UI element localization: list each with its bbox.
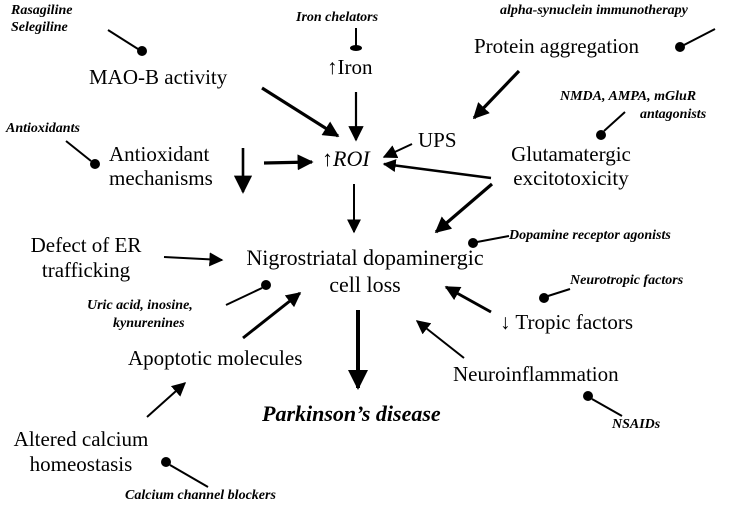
arrow-ups-to-roi xyxy=(382,143,413,159)
arrow-antioxidant-to-roi xyxy=(263,154,314,171)
arrow-protein-to-ups xyxy=(472,69,521,120)
arrow-glutamatergic-to-roi xyxy=(382,159,492,180)
node-antioxidant-line2: mechanisms xyxy=(109,166,213,190)
node-er-defect-line2: trafficking xyxy=(41,258,131,282)
drug-uric-acid-line2: kynurenines xyxy=(113,316,185,331)
drug-selegiline: Selegiline xyxy=(11,20,68,35)
node-cell-loss-line1: Nigrostriatal dopaminergic xyxy=(246,245,484,270)
drug-nmda-line1: NMDA, AMPA, mGluR xyxy=(560,89,697,104)
inhibit-dot-uric-acid xyxy=(261,280,271,290)
drug-iron-chelators: Iron chelators xyxy=(296,10,379,25)
drug-uric-acid-line1: Uric acid, inosine, xyxy=(87,298,193,313)
inhibit-nsaids xyxy=(591,398,623,417)
inhibit-bar-iron-chelators xyxy=(350,45,362,51)
drug-antioxidants: Antioxidants xyxy=(6,121,80,136)
inhibit-dot-calcium-blockers xyxy=(161,457,171,467)
node-roi: ↑ROI xyxy=(322,146,370,171)
inhibit-dot-antioxidants xyxy=(90,159,100,169)
inhibit-calcium-blockers xyxy=(169,464,209,488)
arrow-mao-to-roi xyxy=(261,86,340,138)
inhibit-dot-neurotropic xyxy=(539,293,549,303)
drug-rasagiline: Rasagiline xyxy=(11,3,73,18)
inhibit-dot-alpha-synuclein xyxy=(675,42,685,52)
drug-dopamine-receptor-agonists: Dopamine receptor agonists xyxy=(509,228,671,243)
inhibit-dot-rasagiline xyxy=(137,46,147,56)
node-cell-loss-line2: cell loss xyxy=(329,272,401,297)
node-apoptotic-molecules: Apoptotic molecules xyxy=(128,346,303,370)
inhibit-rasagiline xyxy=(107,29,139,50)
inhibit-antioxidants xyxy=(65,140,92,162)
node-mao-b-activity: MAO-B activity xyxy=(89,65,228,89)
arrow-er-to-cell-loss xyxy=(163,252,224,267)
arrow-glutamatergic-to-cell-loss xyxy=(434,182,494,234)
node-neuroinflammation: Neuroinflammation xyxy=(453,362,619,386)
inhibit-dot-dopamine-agonists xyxy=(468,238,478,248)
node-tropic-factors-down: ↓ Tropic factors xyxy=(500,310,633,334)
drug-alpha-synuclein-immunotherapy: alpha-synuclein immunotherapy xyxy=(500,3,688,18)
node-calcium-line2: homeostasis xyxy=(29,452,133,476)
arrow-calcium-to-apoptotic xyxy=(146,382,187,418)
node-iron: ↑Iron xyxy=(327,55,373,79)
inhibit-dopamine-agonists xyxy=(476,235,510,243)
inhibit-uric-acid xyxy=(225,287,263,306)
node-tropic-factors: Tropic factors xyxy=(515,310,633,334)
node-glutamatergic-line1: Glutamatergic xyxy=(511,142,631,166)
node-glutamatergic-line2: excitotoxicity xyxy=(513,166,629,190)
drug-calcium-channel-blockers: Calcium channel blockers xyxy=(125,488,276,503)
inhibit-neurotropic xyxy=(547,288,571,297)
arrow-neuroinflammation-to-cell-loss xyxy=(415,320,465,359)
node-er-defect-line1: Defect of ER xyxy=(30,233,142,257)
node-antioxidant-line1: Antioxidant xyxy=(109,142,210,166)
node-ups: UPS xyxy=(418,128,457,152)
inhibit-nmda xyxy=(603,111,626,132)
drug-nmda-line2: antagonists xyxy=(640,107,707,122)
inhibit-dot-nsaids xyxy=(583,391,593,401)
node-parkinsons-disease: Parkinson’s disease xyxy=(262,401,441,426)
node-protein-aggregation: Protein aggregation xyxy=(474,34,640,58)
drug-neurotropic-factors: Neurotropic factors xyxy=(570,273,684,288)
drug-nsaids: NSAIDs xyxy=(612,417,661,432)
arrow-apoptotic-to-cell-loss xyxy=(242,291,302,340)
inhibit-alpha-synuclein xyxy=(683,28,716,46)
arrow-tropic-to-cell-loss xyxy=(444,285,492,314)
node-calcium-line1: Altered calcium xyxy=(13,427,149,451)
inhibit-dot-nmda xyxy=(596,130,606,140)
